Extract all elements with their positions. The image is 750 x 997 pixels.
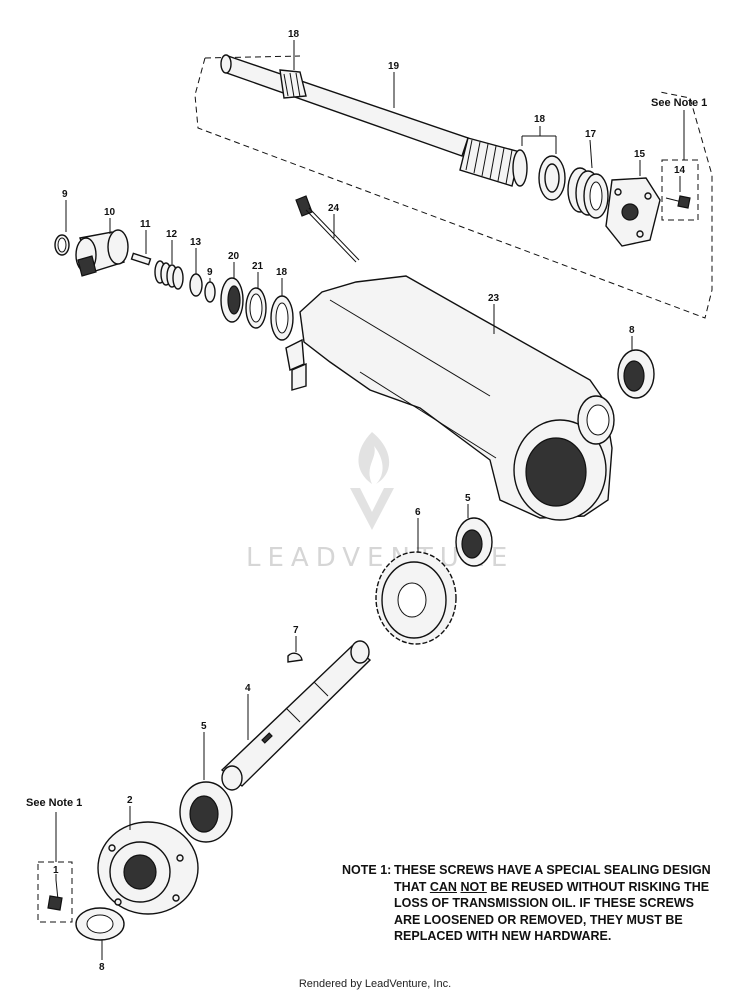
transmission-housing-23 — [285, 275, 615, 521]
callout-24: 24 — [328, 203, 340, 214]
washer-13 — [189, 273, 203, 297]
callout-11: 11 — [140, 219, 151, 230]
key-11 — [130, 252, 152, 266]
callout-1: 1 — [53, 865, 59, 876]
bearing-5-lower — [179, 781, 233, 843]
callout-9: 9 — [207, 267, 213, 278]
note-text: THAT — [394, 879, 430, 894]
callout-18: 18 — [534, 114, 546, 125]
assembly-dashed-outline — [194, 55, 713, 319]
callout-6: 6 — [415, 507, 421, 518]
callout-14: 14 — [674, 165, 686, 176]
callout-4: 4 — [245, 683, 251, 694]
note-line: LOSS OF TRANSMISSION OIL. IF THESE SCREW… — [394, 896, 695, 910]
callout-20: 20 — [228, 251, 240, 262]
bearing-cup-18-left — [270, 295, 294, 341]
end-cap-15 — [605, 177, 661, 247]
bearing-5-upper — [455, 517, 493, 567]
callout-8: 8 — [99, 962, 105, 973]
screw-1 — [37, 861, 73, 923]
bearing-cone-20 — [220, 277, 244, 323]
callout-13: 13 — [190, 237, 202, 248]
coupling-10 — [75, 229, 129, 277]
gear-6 — [375, 551, 457, 645]
screw-14 — [661, 159, 699, 221]
callout-21: 21 — [252, 261, 264, 272]
spring-12 — [154, 260, 184, 290]
footer-credit: Rendered by LeadVenture, Inc. — [298, 978, 452, 990]
shims-17 — [567, 167, 609, 219]
callout-12: 12 — [166, 229, 178, 240]
callout-10: 10 — [104, 207, 116, 218]
note-line: THAT CAN NOT BE REUSED WITHOUT RISKING T… — [394, 879, 732, 896]
note-1: NOTE 1: THESE SCREWS HAVE A SPECIAL SEAL… — [342, 862, 732, 945]
callout-23: 23 — [488, 293, 500, 304]
note-emphasis-can: CAN — [429, 879, 457, 894]
leader-lines — [55, 40, 685, 960]
note-emphasis-not: NOT — [460, 879, 487, 894]
ring-9 — [204, 281, 216, 303]
callout-labels: 18 19 18 17 15 14 9 10 11 12 13 9 20 21 … — [53, 29, 686, 973]
see-note-label-bottom: See Note 1 — [26, 797, 82, 809]
woodruff-key-7 — [287, 652, 303, 663]
callout-8: 8 — [629, 325, 635, 336]
callout-19: 19 — [388, 61, 400, 72]
bearing-flange-2 — [97, 821, 199, 915]
seal-8-lower — [75, 907, 125, 941]
callout-5: 5 — [201, 721, 207, 732]
worm-shaft-19 — [220, 54, 528, 187]
note-body: THESE SCREWS HAVE A SPECIAL SEALING DESI… — [394, 862, 732, 945]
callout-5: 5 — [465, 493, 471, 504]
callout-17: 17 — [585, 129, 597, 140]
note-label: NOTE 1: — [342, 863, 392, 877]
output-shaft-4 — [220, 640, 372, 791]
note-line: ARE LOOSENED OR REMOVED, THEY MUST BE — [394, 912, 683, 927]
note-text: BE REUSED WITHOUT RISKING THE — [486, 879, 710, 894]
note-line: REPLACED WITH NEW HARDWARE. — [394, 929, 612, 943]
see-note-label-top: See Note 1 — [651, 97, 707, 109]
callout-18: 18 — [276, 267, 288, 278]
note-line: THESE SCREWS HAVE A SPECIAL SEALING DESI… — [394, 863, 711, 877]
callout-15: 15 — [634, 149, 646, 160]
bearing-8-upper — [617, 349, 655, 399]
callout-2: 2 — [127, 795, 133, 806]
callout-7: 7 — [293, 625, 299, 636]
callout-9: 9 — [62, 189, 68, 200]
callout-18: 18 — [288, 29, 300, 40]
